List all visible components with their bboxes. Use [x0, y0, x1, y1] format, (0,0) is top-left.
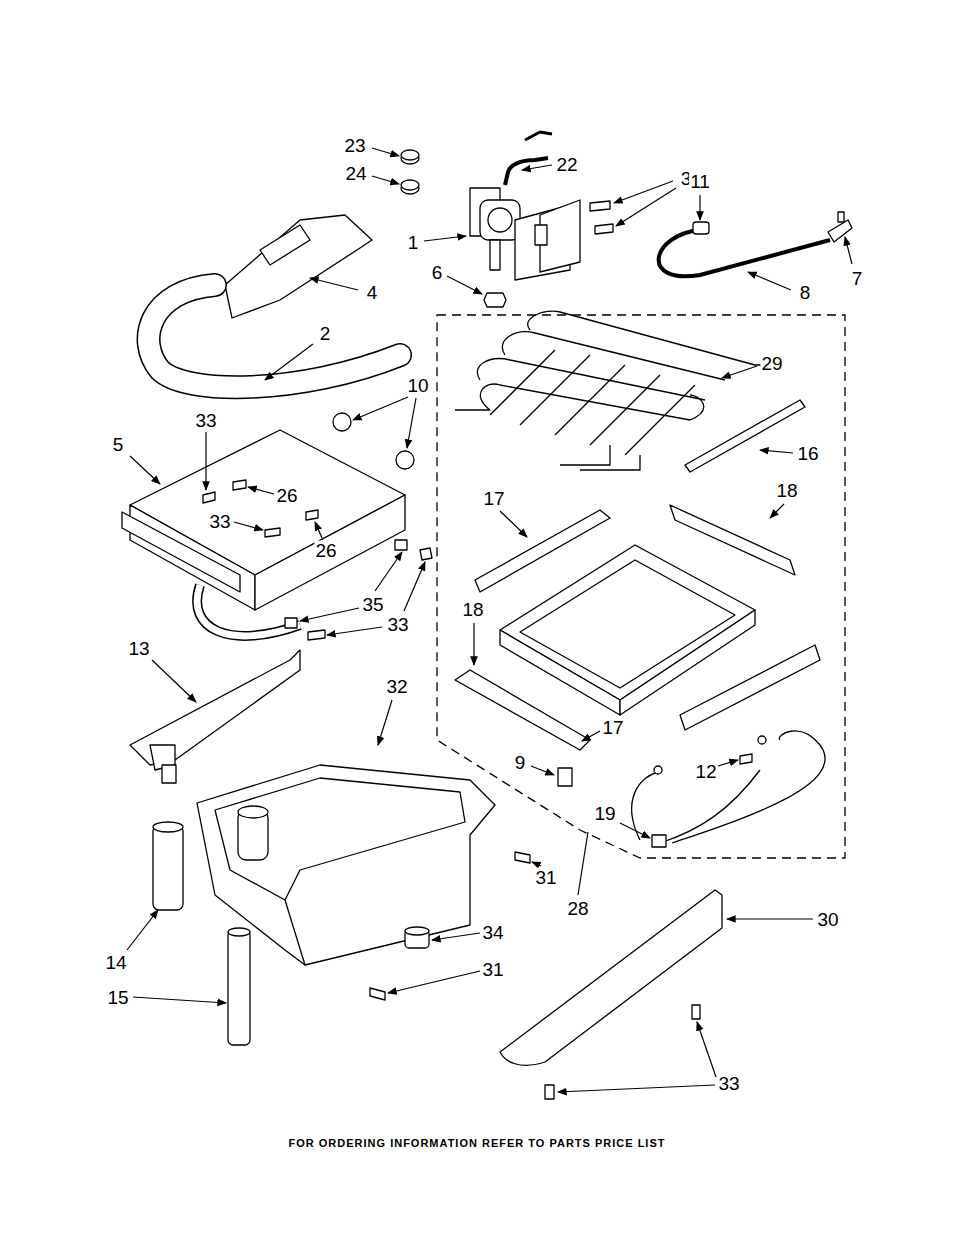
callout-number: 17 [482, 489, 505, 508]
callout-number: 14 [104, 953, 127, 972]
callout-number: 33 [194, 411, 217, 430]
callout-number: 8 [799, 283, 812, 302]
callout-number: 7 [851, 269, 864, 288]
callout-number: 17 [601, 718, 624, 737]
callout-number: 23 [343, 136, 366, 155]
callout-number: 34 [481, 923, 504, 942]
callout-number: 1 [407, 233, 420, 252]
callout-number: 33 [208, 512, 231, 531]
callout-number: 11 [689, 172, 711, 191]
callout-number: 15 [106, 988, 129, 1007]
callout-number: 5 [112, 435, 125, 454]
callout-number: 6 [431, 263, 444, 282]
callout-number: 19 [593, 804, 616, 823]
callout-number: 24 [344, 164, 367, 183]
callout-number: 33 [386, 615, 409, 634]
callout-number: 35 [361, 595, 384, 614]
callout-number: 26 [275, 486, 298, 505]
callout-number: 30 [816, 910, 839, 929]
callout-number: 22 [555, 155, 578, 174]
callout-number: 33 [717, 1074, 740, 1093]
ordering-note: FOR ORDERING INFORMATION REFER TO PARTS … [289, 1137, 666, 1149]
callout-number: 13 [127, 639, 150, 658]
callout-number: 9 [514, 753, 527, 772]
callout-number: 31 [481, 960, 504, 979]
callout-number: 4 [366, 283, 379, 302]
callout-number: 26 [314, 541, 337, 560]
callout-number: 2 [319, 324, 332, 343]
callout-number: 18 [461, 600, 484, 619]
callout-number: 18 [775, 481, 798, 500]
callout-number: 12 [694, 762, 717, 781]
callout-number: 31 [534, 868, 557, 887]
callout-number: 16 [796, 444, 819, 463]
callout-number: 32 [385, 677, 408, 696]
callout-number: 29 [760, 354, 783, 373]
callout-number: 28 [566, 899, 589, 918]
callout-number: 10 [406, 376, 429, 395]
